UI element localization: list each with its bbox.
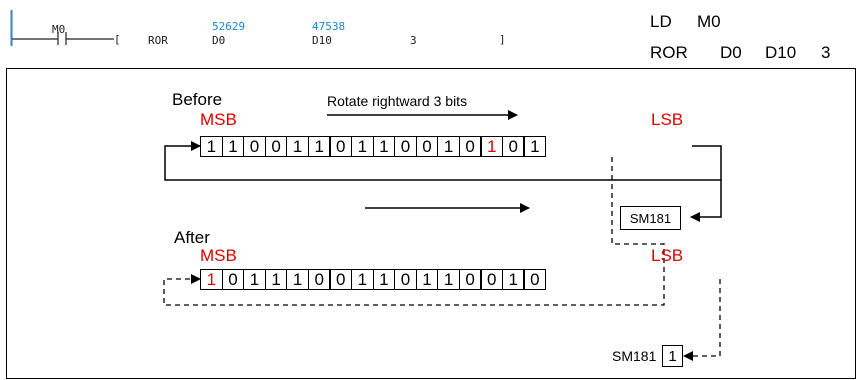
carry-dashed-path-after <box>693 279 721 357</box>
after-bit-1: 0 <box>221 269 245 290</box>
after-msb-label: MSB <box>200 246 237 265</box>
after-bit-12: 0 <box>458 269 482 290</box>
il-line1-op: LD <box>650 12 672 31</box>
after-bit-4: 1 <box>286 269 309 290</box>
before-bit-13: 1 <box>480 136 504 157</box>
before-bit-8: 1 <box>372 136 396 157</box>
dst-value: 47538 <box>312 20 346 33</box>
before-bit-1: 1 <box>221 136 245 157</box>
after-lsb-label: LSB <box>651 246 684 265</box>
before-bit-2: 0 <box>243 136 266 157</box>
before-bit-10: 0 <box>415 136 439 157</box>
wraparound-loop-arrow <box>164 141 722 181</box>
il-line2-arg-count: 3 <box>821 43 831 62</box>
before-bit-9: 0 <box>394 136 417 157</box>
instruction-mnemonic[interactable]: ROR <box>148 34 168 47</box>
il-line2-arg-dst: D10 <box>765 43 797 62</box>
after-bit-15: 0 <box>523 269 547 290</box>
before-bit-3: 0 <box>264 136 288 157</box>
close-bracket: ] <box>499 33 506 46</box>
src-value: 52629 <box>212 20 246 33</box>
contact-label: M0 <box>52 23 66 36</box>
before-bit-7: 1 <box>350 136 374 157</box>
rotate-caption: Rotate rightward 3 bits <box>327 93 468 109</box>
count-operand: 3 <box>410 34 417 47</box>
rotation-diagram-frame <box>6 68 856 379</box>
after-bit-9: 0 <box>394 269 417 290</box>
after-label: After <box>174 228 210 247</box>
after-bit-2: 1 <box>243 269 266 290</box>
after-bit-6: 0 <box>329 269 353 290</box>
before-lsb-label: LSB <box>651 110 684 129</box>
after-bit-5: 0 <box>307 269 331 290</box>
before-bit-12: 0 <box>458 136 482 157</box>
dst-operand: D10 <box>312 34 332 47</box>
after-bit-14: 1 <box>501 269 525 290</box>
src-operand: D0 <box>212 34 226 47</box>
after-bit-8: 1 <box>372 269 396 290</box>
carry-arrowhead-after <box>683 351 693 361</box>
after-bit-13: 0 <box>480 269 504 290</box>
moved-bits-dashed-path <box>163 157 665 306</box>
before-bit-15: 1 <box>523 136 547 157</box>
sm181-value-after: 1 <box>662 345 683 367</box>
before-label: Before <box>172 90 223 109</box>
before-bit-5: 1 <box>307 136 331 157</box>
after-bit-3: 1 <box>264 269 288 290</box>
il-line1-arg: M0 <box>697 12 721 31</box>
after-bit-11: 1 <box>437 269 460 290</box>
after-bit-7: 1 <box>350 269 374 290</box>
ladder-rung-graphics <box>10 10 114 46</box>
before-bit-14: 0 <box>501 136 525 157</box>
before-msb-label: MSB <box>200 110 237 129</box>
sm181-flag-before: SM181 <box>620 206 681 230</box>
carry-arrow-before <box>690 180 722 222</box>
before-bit-6: 0 <box>329 136 353 157</box>
after-bit-10: 1 <box>415 269 439 290</box>
before-bit-11: 1 <box>437 136 460 157</box>
before-bit-4: 1 <box>286 136 309 157</box>
il-line2-op: ROR <box>650 43 688 62</box>
il-line2-arg-src: D0 <box>720 43 742 62</box>
after-bit-0: 1 <box>200 269 223 290</box>
open-bracket: [ <box>114 33 121 46</box>
sm181-label-after: SM181 <box>612 348 657 364</box>
before-bit-0: 1 <box>200 136 223 157</box>
